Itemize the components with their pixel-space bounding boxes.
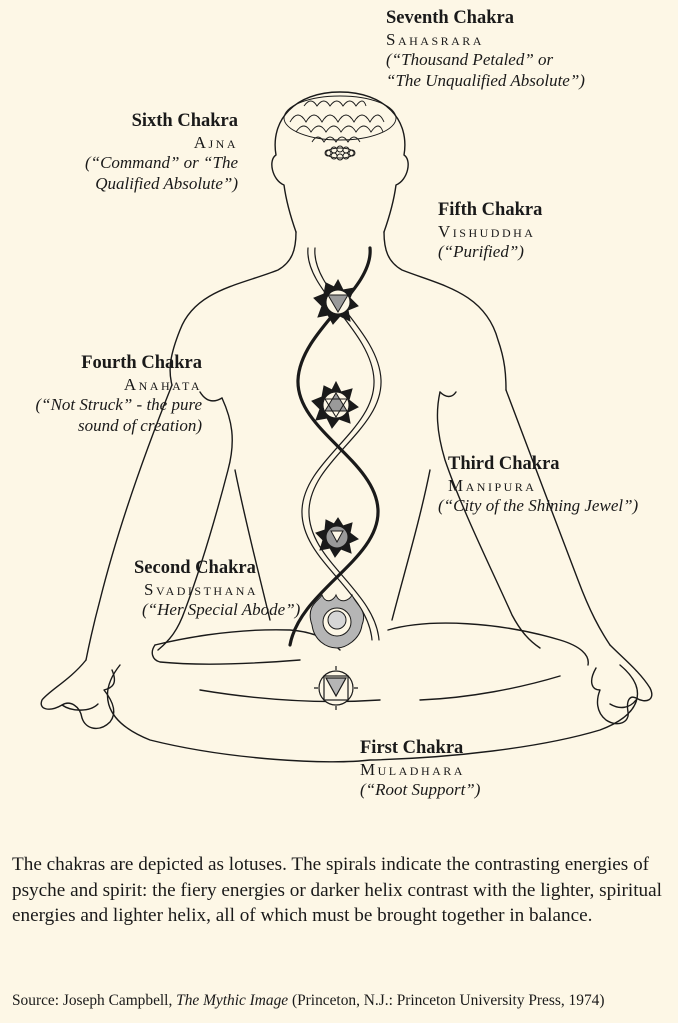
left-shoulder-outline (169, 231, 297, 386)
third-chakra-label: Third Chakra Manipura (“City of the Shin… (438, 453, 648, 517)
svadisthana-lotus (309, 593, 365, 649)
right-arm-inner (436, 391, 541, 649)
second-chakra-label: Second Chakra Svadisthana (“Her Special … (134, 557, 300, 621)
head-outline (271, 91, 409, 233)
source-book-title: The Mythic Image (176, 992, 289, 1009)
left-arm-outer (85, 384, 173, 661)
fourth-chakra-title: Fourth Chakra (81, 353, 202, 373)
first-chakra-label: First Chakra Muladhara (“Root Support”) (360, 737, 480, 801)
anahata-lotus (311, 380, 359, 429)
fourth-chakra-meaning-1: (“Not Struck” - the pure (35, 395, 202, 415)
sixth-chakra-title: Sixth Chakra (131, 111, 238, 131)
sahasrara-lotus (283, 95, 397, 143)
source-suffix: (Princeton, N.J.: Princeton University P… (288, 992, 605, 1009)
left-torso-side (234, 469, 271, 621)
fourth-chakra-label: Fourth Chakra Anahata (“Not Struck” - th… (35, 352, 202, 437)
right-shoulder-outline (383, 231, 507, 391)
crossed-legs-outline (106, 664, 639, 763)
meditating-figure-illustration (40, 91, 653, 763)
sixth-chakra-meaning-2: Qualified Absolute”) (95, 174, 238, 194)
muladhara-lotus (314, 666, 358, 710)
sixth-chakra-meaning-1: (“Command” or “The (84, 153, 238, 173)
manipura-lotus (315, 517, 359, 558)
sixth-chakra-sanskrit: Ajna (193, 132, 238, 152)
source-prefix: Source: Joseph Campbell, (12, 992, 177, 1009)
seventh-chakra-sanskrit: Sahasrara (386, 29, 484, 49)
third-chakra-meaning-1: (“City of the Shining Jewel”) (438, 496, 639, 516)
left-arm-inner (157, 397, 233, 651)
second-chakra-meaning-1: (“Her Special Abode”) (142, 600, 301, 620)
right-hand (590, 644, 653, 725)
fifth-chakra-sanskrit: Vishuddha (438, 221, 536, 241)
fourth-chakra-meaning-2: sound of creation) (77, 416, 202, 436)
third-chakra-sanskrit: Manipura (448, 475, 537, 495)
fifth-chakra-title: Fifth Chakra (438, 200, 543, 220)
fourth-chakra-sanskrit: Anahata (123, 374, 202, 394)
seventh-chakra-label: Seventh Chakra Sahasrara (“Thousand Peta… (386, 7, 585, 92)
seventh-chakra-meaning-1: (“Thousand Petaled” or (386, 50, 554, 70)
figure-caption: The chakras are depicted as lotuses. The… (12, 854, 662, 927)
third-chakra-title: Third Chakra (448, 454, 560, 474)
first-chakra-title: First Chakra (360, 738, 464, 758)
fifth-chakra-meaning-1: (“Purified”) (438, 242, 524, 262)
source-citation: Source: Joseph Campbell, The Mythic Imag… (12, 992, 672, 1010)
sixth-chakra-label: Sixth Chakra Ajna (“Command” or “The Qua… (85, 110, 238, 195)
second-chakra-title: Second Chakra (134, 558, 256, 578)
ajna-lotus (324, 145, 356, 161)
seventh-chakra-title: Seventh Chakra (386, 8, 514, 28)
first-chakra-sanskrit: Muladhara (360, 759, 465, 779)
right-torso-side (391, 469, 431, 621)
seventh-chakra-meaning-2: “The Unqualified Absolute”) (386, 71, 585, 91)
first-chakra-meaning-1: (“Root Support”) (360, 780, 481, 800)
left-hand (40, 659, 116, 729)
second-chakra-sanskrit: Svadisthana (144, 579, 259, 599)
vishuddha-lotus (313, 278, 359, 325)
right-arm-outer (505, 389, 611, 646)
fifth-chakra-label: Fifth Chakra Vishuddha (“Purified”) (438, 199, 542, 263)
